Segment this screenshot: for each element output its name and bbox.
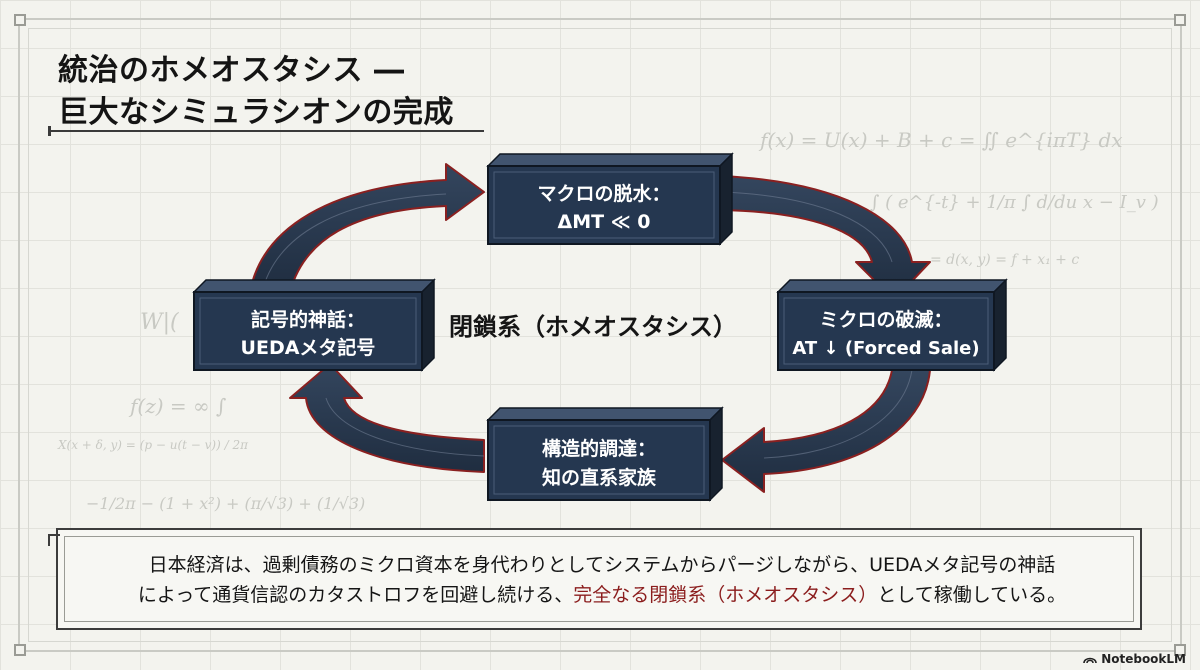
notebooklm-logo: NotebookLM — [1083, 652, 1186, 666]
inner-frame — [28, 28, 1172, 642]
node-right-line2: AT ↓ (Forced Sale) — [792, 338, 979, 359]
title-underline-cap — [48, 126, 51, 136]
node-structural-procurement: 構造的調達： 知の直系家族 — [486, 406, 724, 502]
node-top-line1: マクロの脱水： — [537, 182, 670, 205]
node-right-line1: ミクロの破滅： — [819, 308, 952, 331]
node-left-line2: UEDAメタ記号 — [241, 336, 376, 359]
background-formula: ∫ ( e^{-t} + 1/π ∫ d/du x − I_v ) — [870, 192, 1159, 213]
closed-system-label: 閉鎖系（ホメオスタシス） — [449, 313, 737, 341]
background-formula: = d(x, y) = f + x₁ + c — [930, 252, 1080, 268]
frame-corner-tl — [14, 14, 26, 26]
frame-corner-bl — [14, 644, 26, 656]
caption-inner-border — [64, 536, 1134, 622]
background-formula: X(x + δ, y) = (p − u(t − v)) / 2π — [58, 438, 248, 452]
background-formula: f(x) = U(x) + B + c = ∬ e^{iπT} dx — [760, 128, 1123, 152]
title-underline — [48, 130, 484, 132]
node-bottom-line2: 知の直系家族 — [542, 466, 657, 489]
background-formula: W|( — [140, 310, 179, 335]
caption-line1: 日本経済は、過剰債務のミクロ資本を身代わりとしてシステムからパージしながら、UE… — [148, 554, 1056, 576]
page-title: 統治のホメオスタシス ― 巨大なシミュラシオンの完成 — [58, 50, 454, 134]
node-macro-dehydration: マクロの脱水： ΔMT ≪ 0 — [486, 152, 734, 246]
summary-caption-box: 日本経済は、過剰債務のミクロ資本を身代わりとしてシステムからパージしながら、UE… — [48, 528, 1142, 630]
page-title-line2: 巨大なシミュラシオンの完成 — [58, 95, 454, 130]
caption-line2-prefix: によって通貨信認のカタストロフを回避し続ける、 — [137, 584, 574, 606]
node-left-line1: 記号的神話： — [251, 308, 365, 331]
brand-name: NotebookLM — [1101, 652, 1186, 666]
outer-frame — [18, 18, 1182, 652]
cycle-arrow-left-to-top — [249, 163, 485, 293]
caption-line2: によって通貨信認のカタストロフを回避し続ける、完全なる閉鎖系（ホメオスタシス）と… — [82, 580, 1122, 610]
page-title-line1: 統治のホメオスタシス ― — [58, 53, 405, 88]
background-formula: −1/2π − (1 + x²) + (π/√3) + (1/√3) — [86, 494, 366, 513]
node-micro-ruin: ミクロの破滅： AT ↓ (Forced Sale) — [776, 278, 1008, 372]
node-symbolic-myth: 記号的神話： UEDAメタ記号 — [192, 278, 436, 372]
node-top-line2: ΔMT ≪ 0 — [558, 211, 651, 233]
summary-caption-text: 日本経済は、過剰債務のミクロ資本を身代わりとしてシステムからパージしながら、UE… — [82, 550, 1122, 610]
caption-line2-suffix: として稼働している。 — [877, 584, 1067, 606]
cycle-arrow-right-to-bottom — [721, 369, 931, 493]
frame-corner-br — [1174, 644, 1186, 656]
frame-corner-tr — [1174, 14, 1186, 26]
notebooklm-logo-icon — [1083, 657, 1097, 664]
cycle-arrow-bottom-to-left — [289, 363, 485, 473]
node-bottom-line1: 構造的調達： — [542, 437, 656, 460]
background-formula: f(z) = ∞ ∫ — [130, 394, 227, 418]
caption-highlight: 完全なる閉鎖系（ホメオスタシス） — [573, 584, 878, 606]
